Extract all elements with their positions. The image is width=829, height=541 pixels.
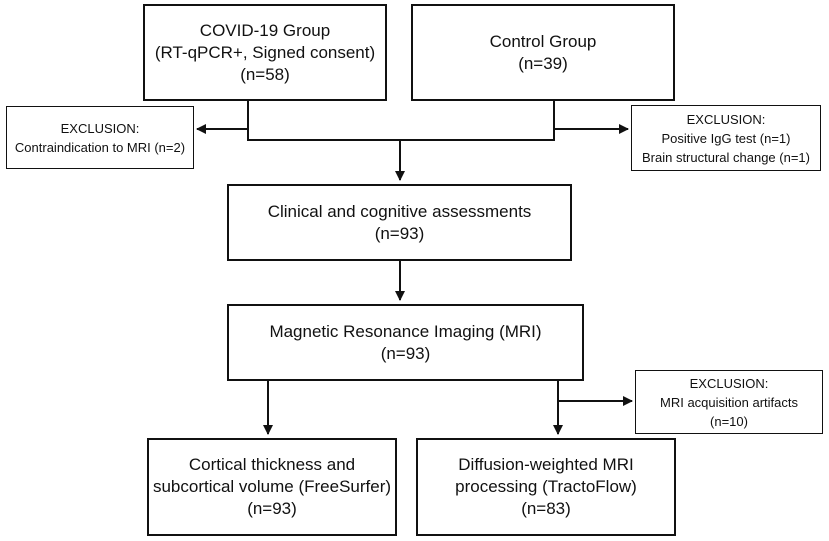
covid-group-box: COVID-19 Group (RT-qPCR+, Signed consent… bbox=[143, 4, 387, 101]
tractoflow-n: (n=83) bbox=[521, 499, 571, 518]
exclusion-reason: MRI acquisition artifacts bbox=[660, 394, 798, 410]
clinical-assessment-box: Clinical and cognitive assessments (n=93… bbox=[227, 184, 572, 261]
exclusion-n: (n=10) bbox=[710, 413, 748, 429]
mri-title: Magnetic Resonance Imaging (MRI) bbox=[269, 321, 542, 341]
freesurfer-line-1: Cortical thickness and bbox=[188, 455, 356, 474]
exclusion-reason-brain: Brain structural change (n=1) bbox=[641, 149, 810, 165]
exclusion-heading: EXCLUSION: bbox=[689, 375, 769, 391]
exclusion-mri-contra-box: EXCLUSION: Contraindication to MRI (n=2) bbox=[6, 106, 194, 169]
freesurfer-line-2: subcortical volume (FreeSurfer) bbox=[152, 477, 392, 496]
freesurfer-box: Cortical thickness and subcortical volum… bbox=[147, 438, 397, 536]
tractoflow-line-1: Diffusion-weighted MRI bbox=[458, 455, 634, 474]
tractoflow-box: Diffusion-weighted MRI processing (Tract… bbox=[416, 438, 676, 536]
exclusion-control-box: EXCLUSION: Positive IgG test (n=1) Brain… bbox=[631, 105, 821, 171]
covid-group-title: COVID-19 Group bbox=[199, 20, 331, 40]
mri-n: (n=93) bbox=[380, 343, 431, 363]
control-group-title: Control Group bbox=[489, 31, 597, 51]
exclusion-reason: Contraindication to MRI (n=2) bbox=[14, 139, 186, 155]
control-group-n: (n=39) bbox=[518, 53, 568, 73]
exclusion-reason-igg: Positive IgG test (n=1) bbox=[661, 130, 791, 146]
covid-group-criteria: (RT-qPCR+, Signed consent) bbox=[154, 42, 376, 62]
tractoflow-line-2: processing (TractoFlow) bbox=[455, 477, 637, 496]
mri-box: Magnetic Resonance Imaging (MRI) (n=93) bbox=[227, 304, 584, 381]
exclusion-heading: EXCLUSION: bbox=[60, 120, 140, 136]
control-group-box: Control Group (n=39) bbox=[411, 4, 675, 101]
covid-group-n: (n=58) bbox=[240, 64, 290, 84]
exclusion-heading: EXCLUSION: bbox=[686, 111, 766, 127]
clinical-title: Clinical and cognitive assessments bbox=[267, 201, 532, 221]
freesurfer-n: (n=93) bbox=[247, 499, 297, 518]
exclusion-artifacts-box: EXCLUSION: MRI acquisition artifacts (n=… bbox=[635, 370, 823, 434]
clinical-n: (n=93) bbox=[374, 223, 425, 243]
